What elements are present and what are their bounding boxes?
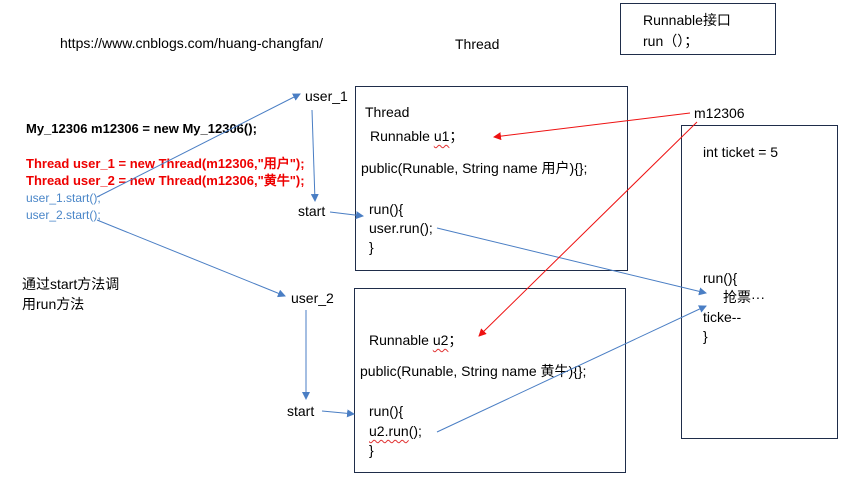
arrow-user1-to-start bbox=[310, 109, 319, 202]
arrow-start2-to-user2 bbox=[96, 219, 286, 298]
arrow-start-to-run1 bbox=[329, 211, 364, 220]
target-grab: 抢票··· bbox=[723, 289, 765, 305]
field-type: Runnable bbox=[369, 332, 433, 348]
code-line-create-m12306: My_12306 m12306 = new My_12306(); bbox=[26, 121, 257, 136]
interface-name: Runnable接口 bbox=[643, 12, 731, 28]
thread-box-1 bbox=[355, 86, 628, 271]
thread-box-1-ctor: public(Runable, String name 用户){}; bbox=[361, 160, 588, 176]
arrow-start1-to-user1 bbox=[96, 93, 301, 198]
start2-label: start bbox=[287, 403, 315, 419]
thread-box-1-run-open: run(){ bbox=[369, 201, 404, 217]
interface-method: run（）； bbox=[643, 33, 699, 49]
thread-box-2-ctor: public(Runable, String name 黄牛){}; bbox=[360, 363, 587, 379]
run-body-rest: (); bbox=[408, 423, 422, 439]
note-line-2: 用run方法 bbox=[22, 296, 85, 312]
arrow-m12306-to-u2 bbox=[478, 121, 698, 337]
target-box bbox=[681, 125, 838, 439]
target-run-open: run(){ bbox=[703, 270, 738, 286]
field-type: Runnable bbox=[370, 128, 434, 144]
user1-label: user_1 bbox=[305, 88, 348, 104]
target-run-close: } bbox=[703, 328, 708, 344]
run-body-var: u2.run bbox=[369, 423, 409, 439]
target-field: int ticket = 5 bbox=[703, 144, 779, 160]
m12306-label: m12306 bbox=[694, 105, 745, 121]
code-line-user2: Thread user_2 = new Thread(m12306,"黄牛"); bbox=[26, 173, 305, 188]
arrow-start-to-run2 bbox=[321, 409, 355, 418]
field-var: u1 bbox=[433, 128, 450, 144]
code-line-start2: user_2.start(); bbox=[26, 208, 101, 222]
thread-box-2 bbox=[354, 288, 626, 473]
code-line-user1: Thread user_1 = new Thread(m12306,"用户"); bbox=[26, 156, 305, 171]
note-line-1: 通过start方法调 bbox=[22, 276, 120, 292]
thread-box-1-run-close: } bbox=[369, 239, 374, 255]
url-text: https://www.cnblogs.com/huang-changfan/ bbox=[60, 35, 324, 51]
field-var: u2 bbox=[432, 332, 449, 348]
thread-box-1-run-body: user.run(); bbox=[369, 220, 433, 236]
user2-label: user_2 bbox=[291, 290, 334, 306]
thread-title: Thread bbox=[455, 36, 500, 52]
code-line-start1: user_1.start(); bbox=[26, 191, 101, 205]
thread-box-2-run-close: } bbox=[369, 442, 374, 458]
thread-box-1-field: Runnable u1； bbox=[370, 128, 463, 145]
thread-box-1-title: Thread bbox=[365, 104, 410, 120]
arrow-run2-to-target bbox=[436, 305, 707, 433]
target-decrement: ticke-- bbox=[703, 309, 742, 325]
thread-box-2-field: Runnable u2； bbox=[369, 332, 462, 349]
start1-label: start bbox=[298, 203, 326, 219]
arrow-m12306-to-u1 bbox=[493, 112, 691, 141]
arrow-run1-to-target bbox=[436, 227, 707, 296]
field-suffix: ； bbox=[448, 332, 463, 348]
field-suffix: ； bbox=[449, 128, 464, 144]
thread-box-2-run-open: run(){ bbox=[369, 403, 404, 419]
thread-box-2-run-body: u2.run(); bbox=[369, 423, 422, 440]
runnable-interface-box bbox=[620, 3, 776, 55]
